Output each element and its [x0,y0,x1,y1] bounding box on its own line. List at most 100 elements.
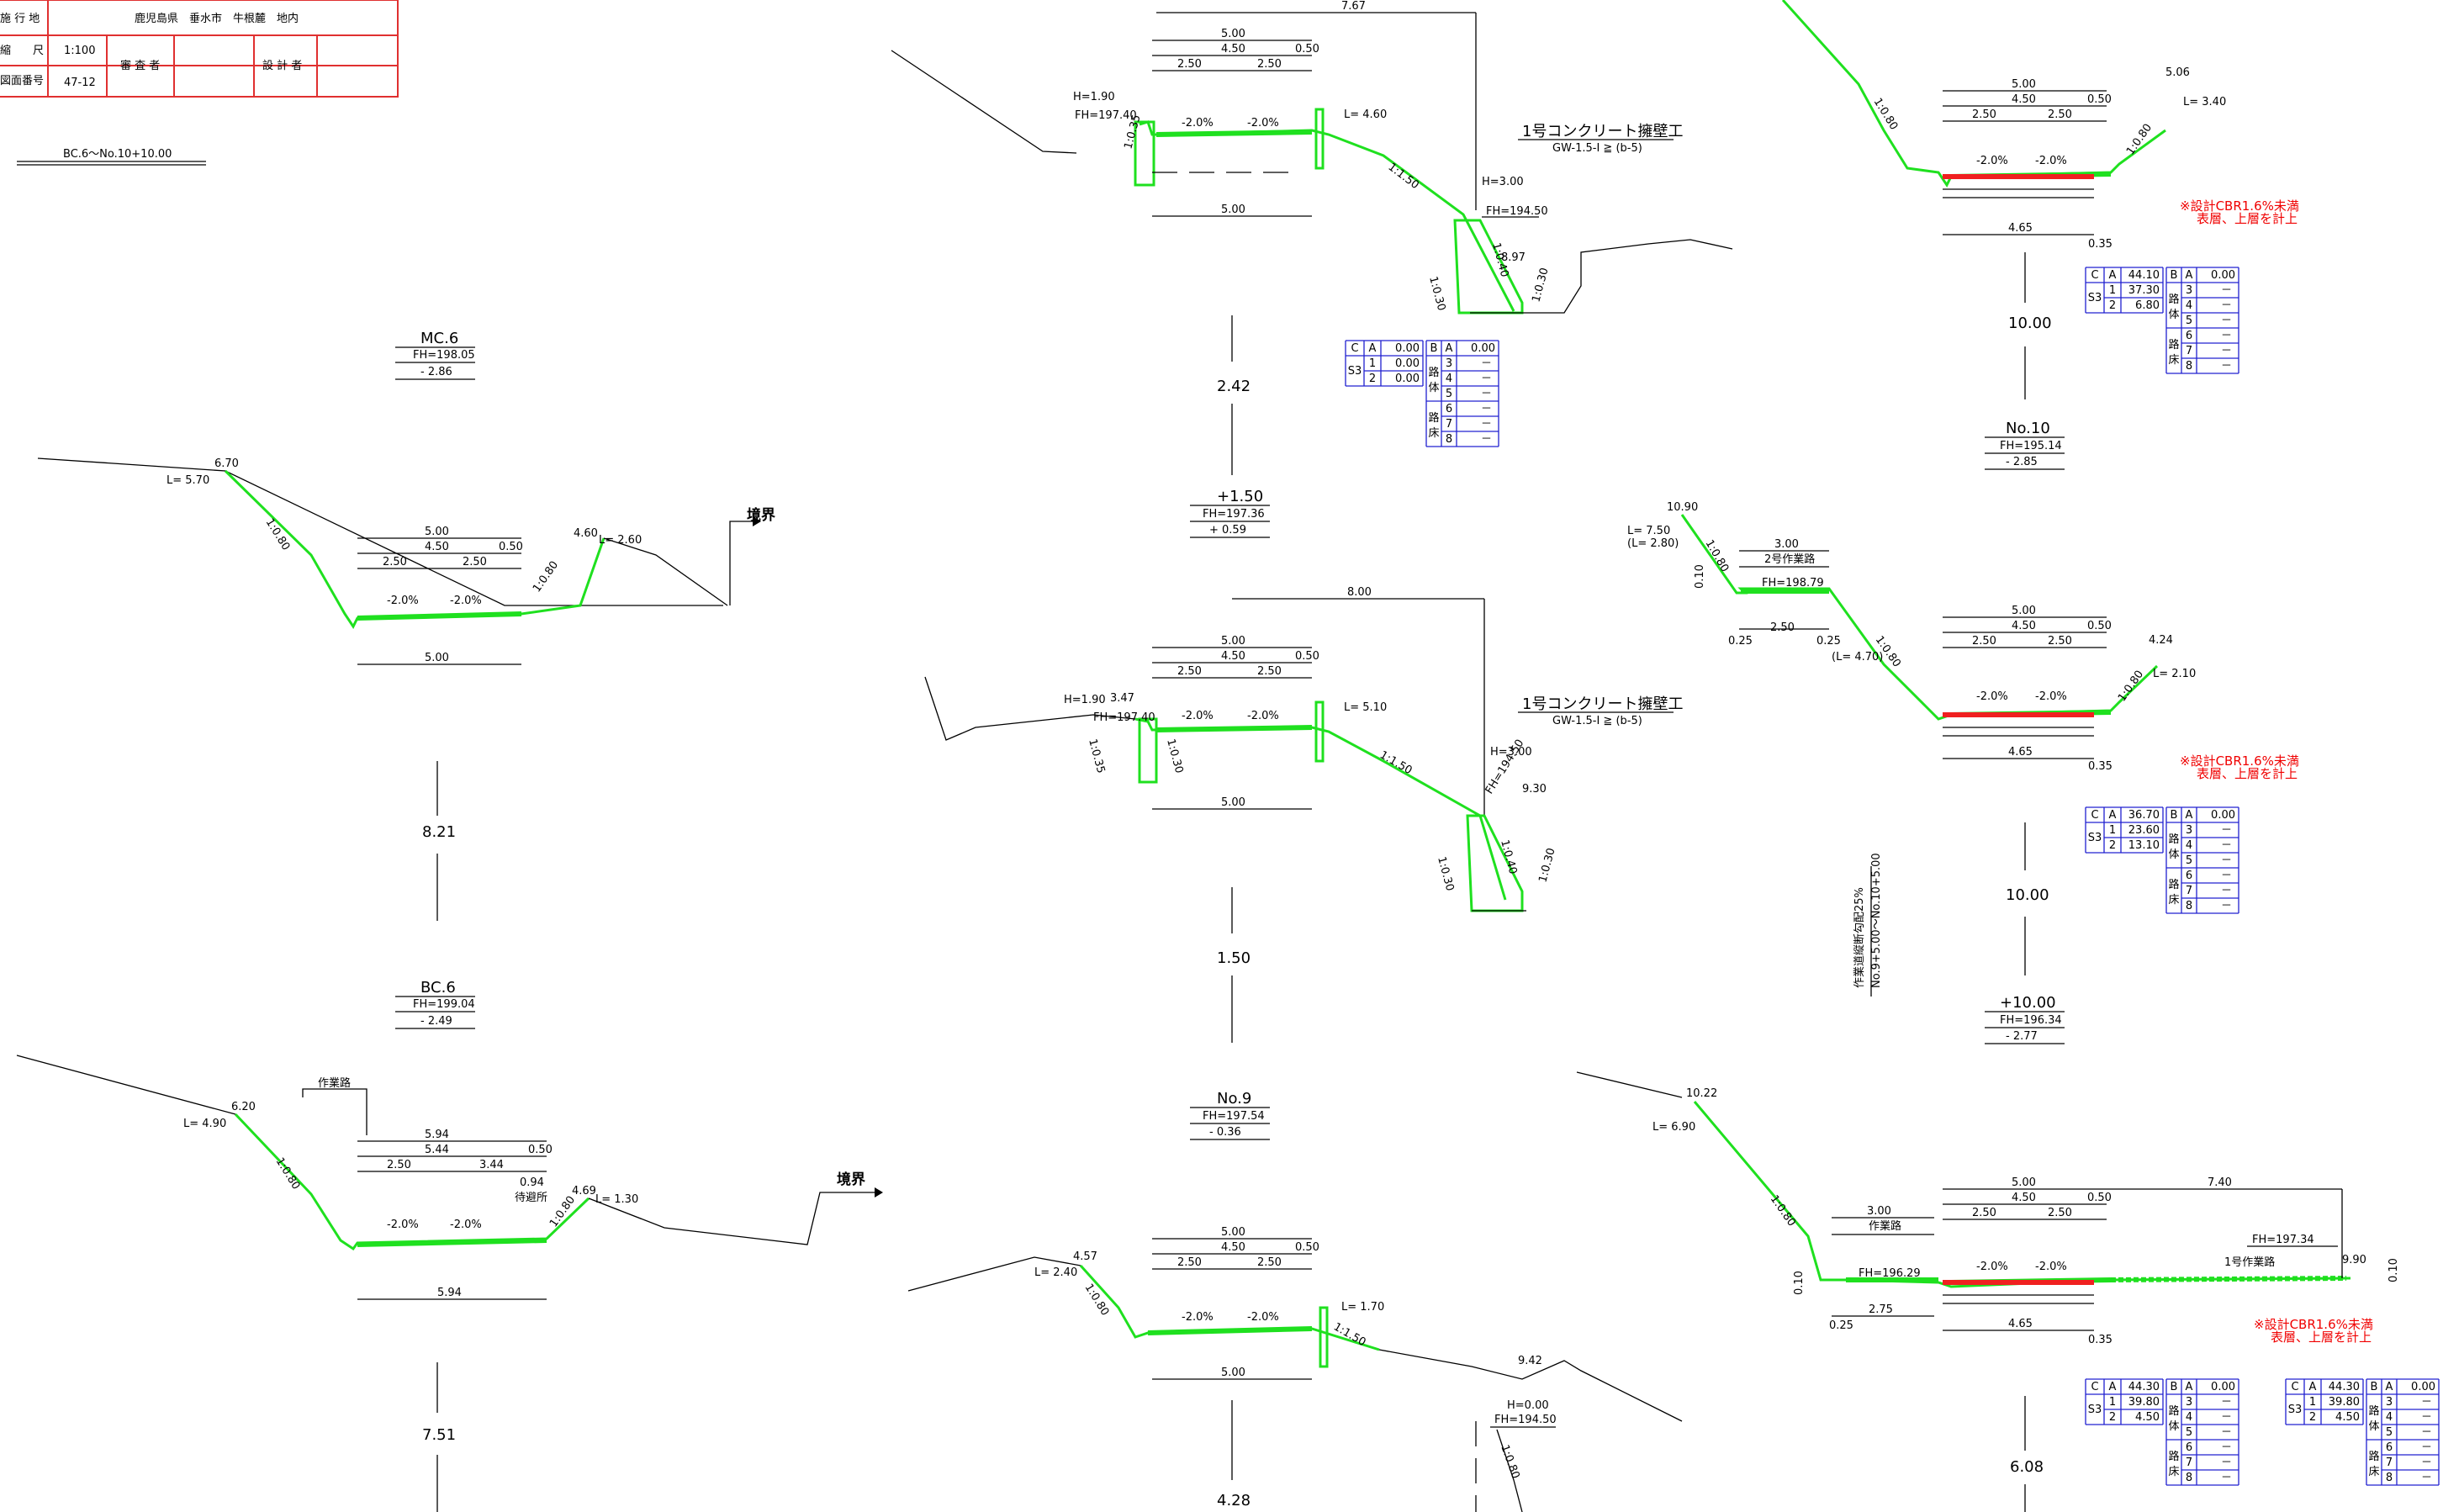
svg-text:L= 5.70: L= 5.70 [167,474,209,487]
svg-text:C: C [2091,269,2098,282]
scale-label: 縮 尺 [0,44,44,57]
svg-text:6: 6 [2386,1441,2393,1454]
svg-text:1:0.80: 1:0.80 [2116,669,2146,705]
svg-text:-2.0%: -2.0% [2035,690,2067,703]
svg-text:H=1.90: H=1.90 [1073,91,1115,103]
svg-text:A: A [2109,269,2117,282]
location-value: 鹿児島県 垂水市 牛根麓 地内 [135,12,299,25]
svg-text:体: 体 [1428,382,1439,394]
svg-text:2.42: 2.42 [1217,378,1251,395]
svg-text:体: 体 [2368,1420,2379,1433]
svg-text:1:0.30: 1:0.30 [1536,847,1557,884]
svg-text:3: 3 [2186,824,2192,837]
svg-text:39.80: 39.80 [2329,1396,2360,1409]
svg-text:路: 路 [2168,338,2179,352]
svg-text:3: 3 [1446,357,1452,370]
svg-text:1:0.35: 1:0.35 [1086,737,1107,775]
svg-text:10.00: 10.00 [2006,886,2049,904]
svg-text:1号コンクリート擁壁工: 1号コンクリート擁壁工 [1522,123,1683,140]
svg-text:－: － [2421,1396,2432,1409]
svg-text:0.35: 0.35 [2088,1334,2113,1346]
svg-text:－: － [1481,433,1492,446]
svg-text:－: － [2221,870,2232,882]
svg-text:1:1.50: 1:1.50 [1377,748,1415,777]
svg-text:5.00: 5.00 [1221,635,1245,648]
svg-text:-2.0%: -2.0% [450,595,482,607]
reviewer-label: 審 査 者 [120,60,160,72]
svg-text:6: 6 [2186,870,2192,882]
svg-text:3.00: 3.00 [1774,538,1799,551]
svg-text:-2.0%: -2.0% [1182,710,1214,722]
svg-text:－: － [2421,1472,2432,1484]
svg-text:2.50: 2.50 [1972,635,1996,648]
svg-text:7.67: 7.67 [1341,0,1366,13]
svg-text:0.25: 0.25 [1728,635,1753,648]
svg-text:L= 5.10: L= 5.10 [1344,701,1387,714]
svg-text:B: B [2171,1381,2178,1393]
svg-text:-2.0%: -2.0% [1182,1311,1214,1324]
svg-text:FH=197.40: FH=197.40 [1075,109,1137,122]
svg-text:1: 1 [1369,357,1376,370]
section-mc6: MC.6 FH=198.05 - 2.86 境界 6.70 L= 5.70 4.… [37,330,775,921]
section-bottom-right: 10.22 L= 6.90 1:0.80 3.00 作業路 FH=196.29 … [1576,1071,2400,1512]
location-label: 施 行 地 [0,13,40,25]
svg-text:－: － [2221,1426,2232,1439]
svg-text:23.60: 23.60 [2128,824,2160,837]
range-label: BC.6〜No.10+10.00 [63,148,172,161]
svg-text:境界: 境界 [747,506,775,524]
svg-text:H=1.90: H=1.90 [1064,694,1106,706]
svg-text:C: C [2091,1381,2098,1393]
svg-text:B: B [2371,1381,2378,1393]
svg-text:8: 8 [1446,433,1452,446]
svg-text:路: 路 [2168,878,2179,891]
svg-text:路: 路 [2368,1404,2379,1418]
svg-text:No.10: No.10 [2006,420,2050,437]
svg-text:S3: S3 [1348,365,1362,378]
svg-text:4.57: 4.57 [1073,1250,1097,1263]
svg-text:B: B [1430,342,1438,355]
svg-text:－: － [2421,1441,2432,1454]
svg-text:2: 2 [2109,1411,2116,1424]
svg-text:-2.0%: -2.0% [387,595,419,607]
svg-text:※設計CBR1.6%未満: ※設計CBR1.6%未満 [2254,1317,2373,1332]
svg-text:8.00: 8.00 [1347,586,1372,599]
svg-text:L= 1.70: L= 1.70 [1341,1301,1384,1314]
svg-text:A: A [1446,342,1453,355]
svg-text:5.00: 5.00 [2012,1176,2036,1189]
svg-text:1:0.80: 1:0.80 [1703,538,1732,575]
svg-text:-2.0%: -2.0% [1182,117,1214,130]
svg-text:6.70: 6.70 [214,457,239,470]
svg-text:FH=198.05: FH=198.05 [413,349,475,362]
svg-text:- 2.85: - 2.85 [2006,456,2038,468]
svg-text:0.25: 0.25 [1829,1319,1853,1332]
svg-text:44.10: 44.10 [2128,269,2160,282]
svg-text:-2.0%: -2.0% [450,1219,482,1231]
svg-text:B: B [2171,269,2178,282]
section-title: MC.6 [420,330,458,347]
svg-text:FH=199.04: FH=199.04 [413,998,475,1011]
svg-text:1:0.30: 1:0.30 [1435,855,1456,892]
title-block: 施 行 地 鹿児島県 垂水市 牛根麓 地内 縮 尺 1:100 図面番号 47-… [0,0,399,98]
svg-text:37.30: 37.30 [2128,284,2160,297]
svg-text:0.50: 0.50 [499,541,523,553]
svg-text:1:0.40: 1:0.40 [1498,838,1519,875]
svg-text:6.20: 6.20 [231,1101,256,1113]
svg-text:6: 6 [2186,330,2192,342]
svg-text:路: 路 [2168,1404,2179,1418]
svg-text:2.50: 2.50 [1177,665,1202,678]
svg-text:床: 床 [2168,1466,2179,1478]
svg-text:1: 1 [2109,824,2116,837]
svg-text:13.10: 13.10 [2128,839,2160,852]
svg-text:－: － [2221,854,2232,867]
svg-text:FH=194.50: FH=194.50 [1494,1414,1557,1426]
svg-text:A: A [2186,269,2193,282]
svg-text:3.47: 3.47 [1110,692,1134,705]
svg-text:FH=194.50: FH=194.50 [1486,205,1548,218]
svg-text:－: － [2221,900,2232,912]
svg-text:－: － [2421,1411,2432,1424]
svg-text:1:0.30: 1:0.30 [1426,275,1447,312]
svg-text:44.30: 44.30 [2128,1381,2160,1393]
svg-text:A: A [2109,809,2117,822]
svg-text:H=0.00: H=0.00 [1507,1399,1549,1412]
